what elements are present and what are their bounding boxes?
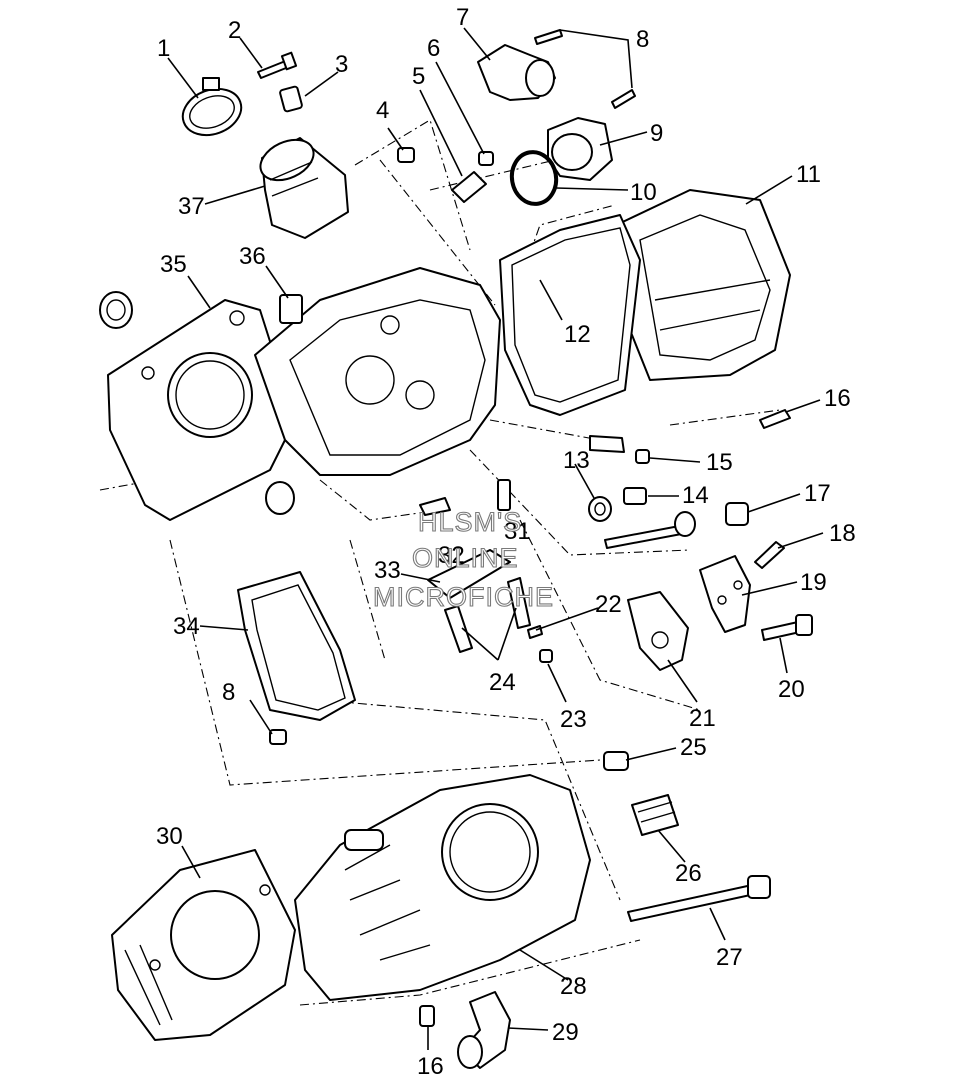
callout-21: 21	[689, 705, 716, 732]
part-4-dowel	[397, 147, 415, 163]
part-12-cover-gasket	[499, 214, 641, 416]
part-23-nut	[539, 649, 553, 663]
callout-16-upper: 16	[824, 385, 851, 412]
part-26-fitting	[631, 794, 679, 836]
part-28-cylinder	[294, 774, 591, 1001]
callout-2: 2	[228, 17, 241, 44]
part-2-screw	[257, 51, 298, 79]
part-32-33-gasket	[419, 497, 511, 599]
part-37-intake-boot	[259, 137, 349, 239]
callout-10: 10	[630, 179, 657, 206]
callout-37: 37	[178, 193, 205, 220]
part-head-gasket-upper	[107, 299, 296, 521]
part-34-cover	[237, 571, 356, 721]
callout-8-lower: 8	[222, 679, 235, 706]
callout-17: 17	[804, 480, 831, 507]
part-8-screw-lower	[269, 729, 287, 745]
watermark: HLSM'S ONLINE MICROFICHE	[372, 506, 554, 612]
callout-4: 4	[376, 97, 389, 124]
part-15-nut	[635, 449, 650, 464]
part-20-bolt	[761, 614, 813, 641]
callout-29: 29	[552, 1019, 579, 1046]
part-16-bolt-upper	[759, 409, 791, 429]
part-21-tensioner	[627, 591, 689, 671]
part-16-bolt-lower	[419, 1005, 435, 1027]
callout-27: 27	[716, 944, 743, 971]
callout-3: 3	[335, 51, 348, 78]
part-17-tensioner-bolt	[604, 502, 749, 549]
callout-36: 36	[239, 243, 266, 270]
callout-14: 14	[682, 482, 709, 509]
callout-30: 30	[156, 823, 183, 850]
callout-6: 6	[427, 35, 440, 62]
callout-35: 35	[160, 251, 187, 278]
part-25-dowel	[603, 751, 629, 771]
part-3-bolt	[279, 85, 303, 113]
callout-5-upper: 5	[412, 63, 425, 90]
callout-16-lower: 16	[417, 1053, 444, 1080]
part-7-water-outlet	[477, 44, 556, 101]
callout-26: 26	[675, 860, 702, 887]
part-seal-small	[265, 481, 295, 515]
part-9-housing	[547, 117, 613, 181]
part-10-o-ring	[509, 150, 559, 206]
callout-18: 18	[829, 520, 856, 547]
callout-15: 15	[706, 449, 733, 476]
callout-20: 20	[778, 676, 805, 703]
callout-11: 11	[796, 161, 821, 188]
callout-32: 32	[438, 542, 465, 569]
watermark-line-1: HLSM'S	[418, 507, 522, 537]
callout-24: 24	[489, 669, 516, 696]
part-1-clamp	[181, 77, 243, 137]
part-19-bracket	[699, 555, 751, 633]
watermark-line-3: MICROFICHE	[373, 582, 554, 612]
callout-1: 1	[157, 35, 170, 62]
callout-22: 22	[595, 591, 622, 618]
callout-13: 13	[563, 447, 590, 474]
part-27-long-bolt	[627, 875, 771, 922]
part-5-dowel-upper	[451, 171, 487, 203]
part-29-elbow	[457, 991, 511, 1069]
callout-23: 23	[560, 706, 587, 733]
part-5-dowel-lower	[589, 435, 625, 453]
part-35-seal	[99, 291, 133, 329]
callout-7: 7	[456, 4, 469, 31]
callout-28: 28	[560, 973, 587, 1000]
callout-labels: 1 2 3 4 5 6 7 8 9 10 11 12 13 14 15 16 1…	[156, 4, 856, 1080]
part-8-screws-upper	[534, 29, 636, 109]
part-31-stud	[497, 479, 511, 511]
part-24-studs	[444, 577, 531, 653]
leader-lines	[167, 27, 824, 1050]
callout-19: 19	[800, 569, 827, 596]
callout-33: 33	[374, 557, 401, 584]
callout-34: 34	[173, 613, 200, 640]
callout-12: 12	[564, 321, 591, 348]
callout-8-upper: 8	[636, 26, 649, 53]
part-36-fitting	[279, 294, 303, 324]
part-13-washer	[588, 496, 612, 522]
callout-9: 9	[650, 120, 663, 147]
callout-25: 25	[680, 734, 707, 761]
watermark-line-2: ONLINE	[412, 543, 519, 573]
part-cylinder-head	[254, 267, 501, 476]
part-18-screw	[754, 541, 785, 569]
part-14-plug	[623, 487, 647, 505]
part-30-base-gasket	[111, 849, 296, 1041]
part-6-seal	[478, 151, 494, 166]
callout-31: 31	[504, 518, 531, 545]
